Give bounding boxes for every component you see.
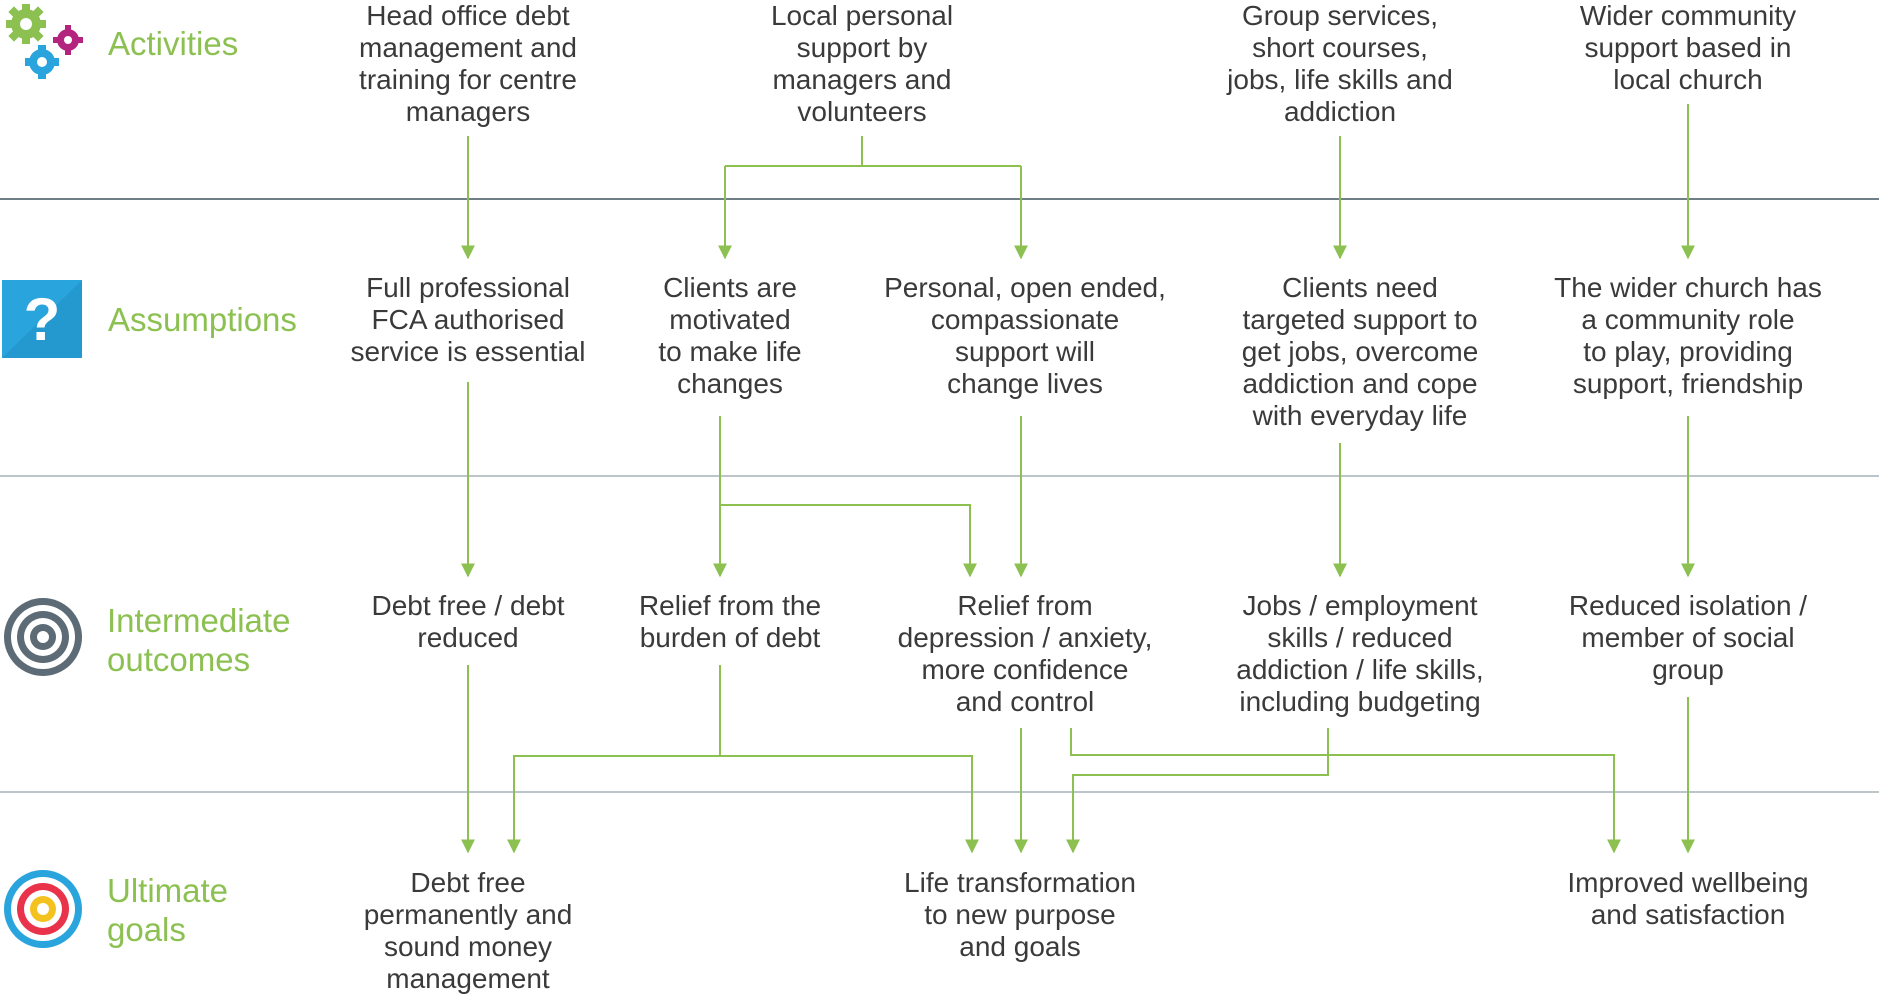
row-label-intermediate: Intermediate outcomes bbox=[107, 602, 291, 678]
assumption-motivated: Clients are motivated to make life chang… bbox=[658, 272, 802, 399]
arrow-jobs-to-lifetransformation bbox=[1066, 728, 1329, 854]
goal-debt-free-permanently: Debt free permanently and sound money ma… bbox=[363, 867, 573, 994]
row-label-assumptions: Assumptions bbox=[108, 301, 297, 338]
activity-wider-community: Wider community support based in local c… bbox=[1579, 0, 1797, 95]
question-icon: ? bbox=[2, 280, 82, 358]
gear-green bbox=[6, 4, 46, 44]
assumption-targeted: Clients need targeted support to get job… bbox=[1241, 272, 1479, 431]
gear-blue bbox=[25, 45, 59, 79]
goal-life-transformation: Life transformation to new purpose and g… bbox=[904, 867, 1136, 962]
svg-text:?: ? bbox=[24, 286, 61, 353]
outcome-jobs: Jobs / employment skills / reduced addic… bbox=[1236, 590, 1484, 717]
activity-head-office: Head office debt management and training… bbox=[359, 0, 577, 127]
bullseye-icon bbox=[4, 870, 82, 948]
outcome-debt-free: Debt free / debt reduced bbox=[371, 590, 565, 653]
activity-group-services: Group services, short courses, jobs, lif… bbox=[1227, 0, 1453, 127]
outcome-relief-depression: Relief from depression / anxiety, more c… bbox=[897, 590, 1153, 717]
row-label-activities: Activities bbox=[108, 25, 239, 62]
outcome-isolation: Reduced isolation / member of social gro… bbox=[1568, 590, 1808, 685]
assumption-church-role: The wider church has a community role to… bbox=[1554, 272, 1822, 399]
concentric-target-icon bbox=[4, 598, 82, 676]
gear-magenta bbox=[53, 25, 83, 55]
goal-wellbeing: Improved wellbeing and satisfaction bbox=[1567, 867, 1809, 930]
assumption-fca: Full professional FCA authorised service… bbox=[350, 272, 586, 367]
outcome-relief-debt: Relief from the burden of debt bbox=[638, 590, 822, 653]
arrow-reliefdebt-to-lifetransformation bbox=[720, 755, 979, 854]
arrow-reliefdebt-to-debtfreeperm bbox=[507, 755, 720, 854]
activity-local-support: Local personal support by managers and v… bbox=[770, 0, 954, 127]
gears-icon bbox=[6, 4, 83, 79]
row-label-ultimate: Ultimate goals bbox=[107, 872, 229, 948]
assumption-compassionate: Personal, open ended, compassionate supp… bbox=[884, 272, 1166, 399]
connector-motivated-branch bbox=[720, 504, 977, 578]
arrow-reliefdep-to-wellbeing bbox=[1070, 728, 1621, 854]
